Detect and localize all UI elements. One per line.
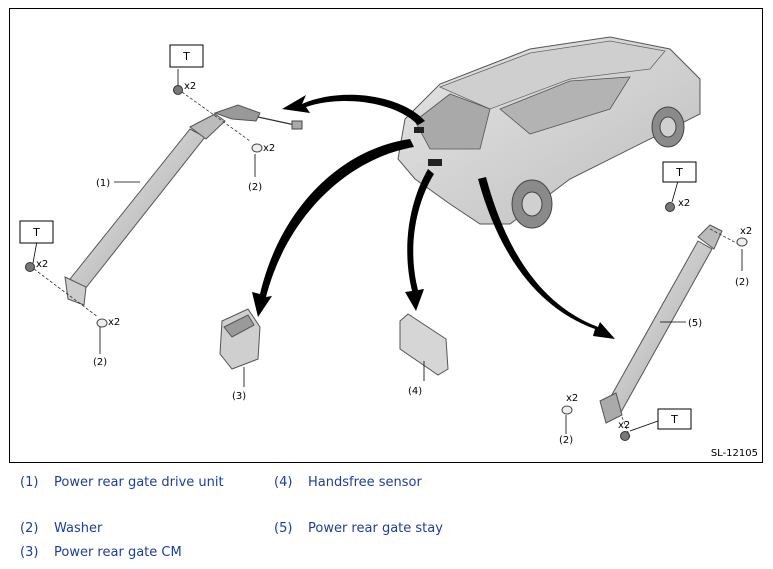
- callout-1: (1): [96, 178, 110, 189]
- svg-text:T: T: [670, 413, 678, 426]
- svg-text:T: T: [675, 166, 683, 179]
- arrow-to-handsfree-sensor: [405, 169, 434, 311]
- legend-item-5: (5)Power rear gate stay: [274, 521, 443, 536]
- legend-item-3: (3)Power rear gate CM: [20, 545, 182, 560]
- power-rear-gate-cm: [219, 308, 261, 387]
- callout-4: (4): [408, 386, 422, 397]
- qty-label: x2: [184, 81, 196, 92]
- qty-label: x2: [618, 420, 630, 431]
- power-rear-gate-drive-unit: [64, 104, 303, 306]
- torque-box-drive-unit-bottom: T: [19, 220, 54, 244]
- direction-arrows: [252, 94, 615, 339]
- legend-item-1: (1)Power rear gate drive unit: [20, 475, 224, 490]
- callout-2: (2): [248, 182, 262, 193]
- legend-item-4: (4)Handsfree sensor: [274, 475, 422, 490]
- torque-box-stay-top: T: [662, 161, 697, 183]
- torque-box-drive-unit-top: T: [169, 44, 204, 68]
- qty-label: x2: [740, 226, 752, 237]
- fasteners: [25, 85, 748, 441]
- leader-lines: [32, 69, 743, 434]
- qty-label: x2: [36, 259, 48, 270]
- torque-box-stay-bottom: T: [657, 408, 692, 430]
- qty-label: x2: [678, 198, 690, 209]
- callout-2: (2): [559, 435, 573, 446]
- diagram-svg: T T T T x2 x2 x2 x2 x2 x2 x2 x2 (1) (2) …: [19, 36, 752, 446]
- power-rear-gate-stay: [599, 224, 741, 438]
- arrow-to-drive-unit: [282, 94, 425, 125]
- callout-2: (2): [93, 357, 107, 368]
- legend-item-2: (2)Washer: [20, 521, 103, 536]
- qty-label: x2: [108, 317, 120, 328]
- callout-3: (3): [232, 391, 246, 402]
- parts-diagram: T T T T x2 x2 x2 x2 x2 x2 x2 x2 (1) (2) …: [9, 8, 763, 463]
- callout-2: (2): [735, 277, 749, 288]
- svg-text:T: T: [32, 226, 40, 239]
- svg-text:T: T: [182, 50, 190, 63]
- callout-5: (5): [688, 318, 702, 329]
- figure-code: SL-12105: [710, 448, 758, 459]
- vehicle-illustration: [397, 36, 701, 229]
- handsfree-sensor: [399, 313, 449, 381]
- qty-label: x2: [566, 393, 578, 404]
- arrow-to-gate-cm: [252, 139, 414, 317]
- qty-label: x2: [263, 143, 275, 154]
